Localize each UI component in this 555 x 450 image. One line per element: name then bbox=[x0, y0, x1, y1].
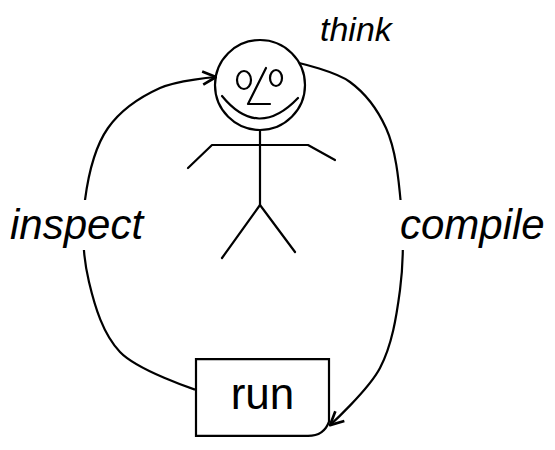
figure-legs bbox=[222, 205, 295, 258]
stick-figure-node: think bbox=[180, 5, 405, 270]
figure-head bbox=[215, 40, 305, 130]
figure-eye bbox=[270, 70, 282, 86]
figure-smile bbox=[222, 96, 298, 119]
document-box: run bbox=[195, 358, 330, 437]
figure-arms bbox=[188, 145, 335, 168]
figure-nose bbox=[248, 68, 270, 104]
figure-label: think bbox=[320, 9, 392, 50]
edge-label: compile bbox=[398, 200, 547, 250]
figure-eye bbox=[237, 71, 251, 89]
edge-label: inspect bbox=[8, 200, 145, 250]
box-label: run bbox=[231, 368, 295, 427]
document-shape bbox=[196, 359, 329, 436]
figure-body bbox=[259, 130, 261, 205]
